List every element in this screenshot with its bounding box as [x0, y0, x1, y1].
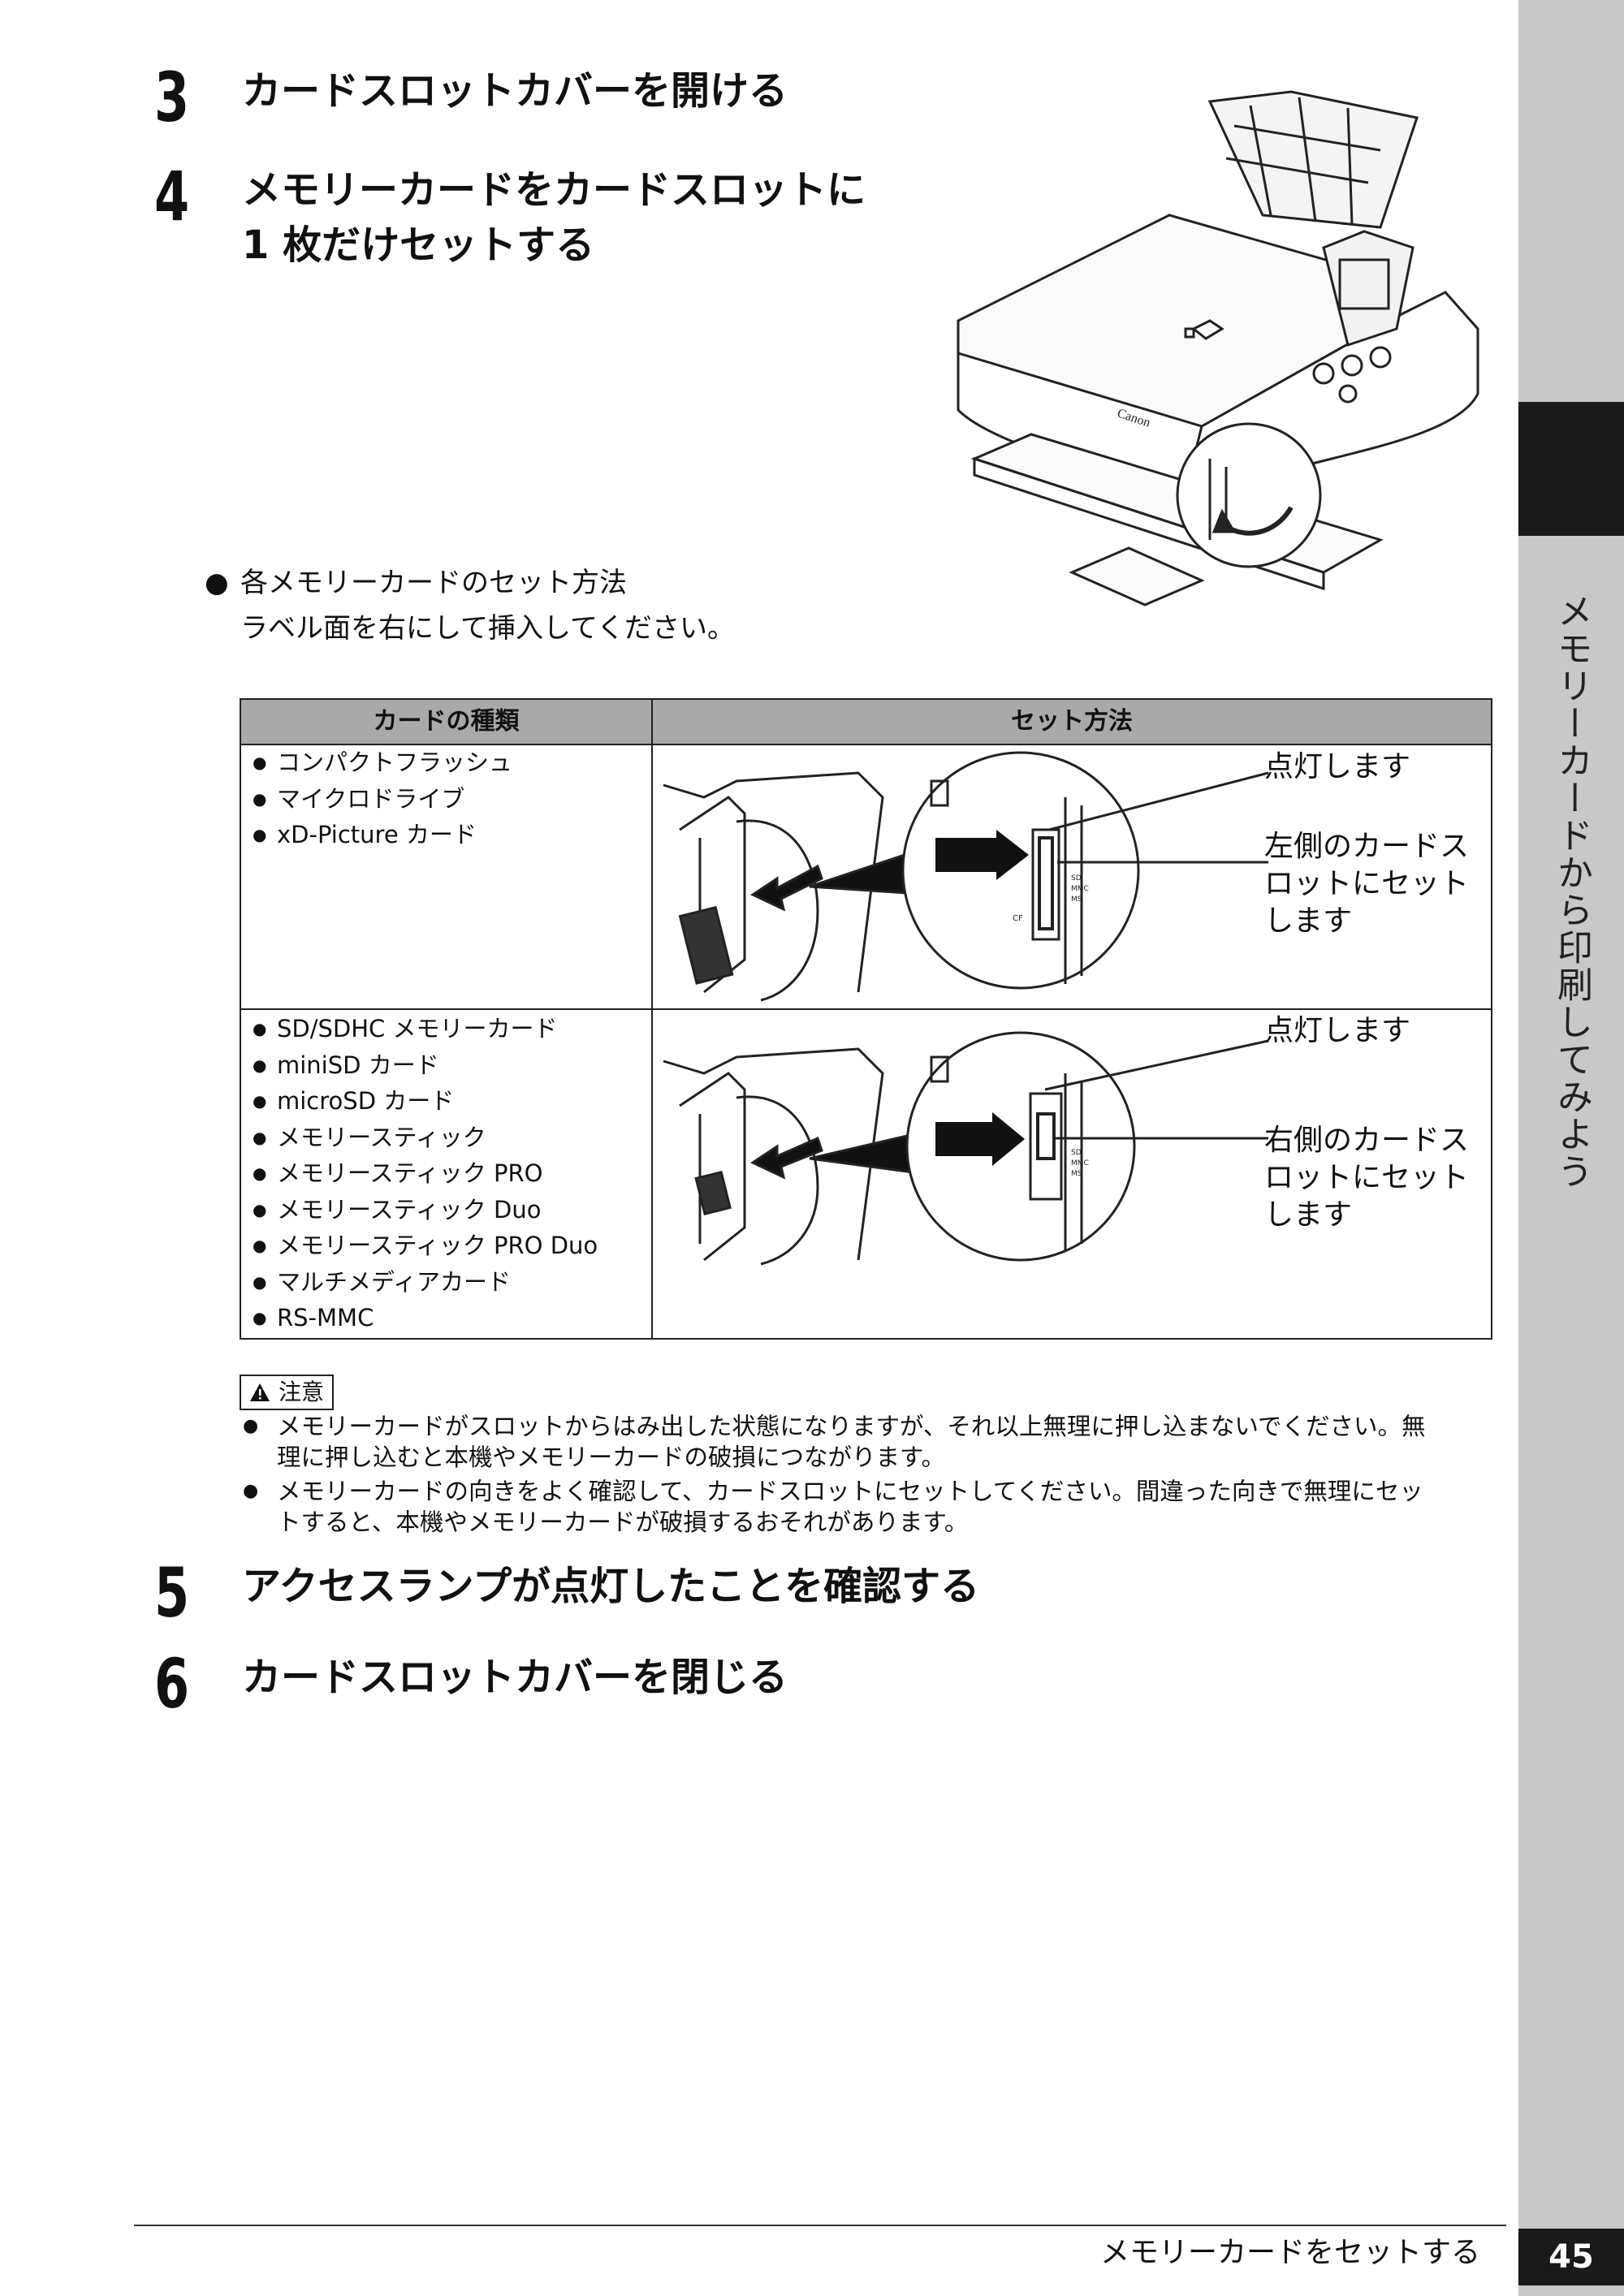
list-item: SD/SDHC メモリーカード	[253, 1011, 598, 1047]
list-item: microSD カード	[253, 1083, 598, 1120]
caution-label: 注意	[279, 1379, 325, 1405]
slot-label: SD	[1071, 874, 1082, 883]
step-text: カードスロットカバーを閉じる	[242, 1655, 788, 1700]
card-type-list: SD/SDHC メモリーカード miniSD カード microSD カード メ…	[253, 1011, 598, 1336]
step-text-line: メモリーカードをカードスロットに	[242, 167, 866, 213]
step-4: 4 メモリーカードをカードスロットに 1 枚だけセットする	[154, 162, 866, 273]
table-header-set-method: セット方法	[653, 700, 1491, 745]
list-item: メモリースティック PRO	[253, 1155, 598, 1192]
side-tab-marker	[1518, 402, 1624, 536]
list-item: xD-Picture カード	[253, 817, 512, 853]
card-type-list: コンパクトフラッシュ マイクロドライブ xD-Picture カード	[253, 744, 512, 853]
step-number: 5	[154, 1553, 190, 1633]
step-number: 4	[154, 157, 190, 236]
slot-label: MS	[1071, 896, 1082, 904]
step-text: カードスロットカバーを開ける	[242, 68, 788, 114]
slot-label: MMC	[1071, 885, 1089, 893]
step-number: 6	[154, 1644, 190, 1724]
step-text-line: 1 枚だけセットする	[242, 222, 595, 268]
side-tab-label: メモリーカードから印刷してみよう	[1551, 593, 1592, 1190]
caution-item: メモリーカードの向きをよく確認して、カードスロットにセットしてください。間違った…	[240, 1476, 1494, 1538]
list-item: RS-MMC	[253, 1300, 598, 1336]
caution-list: メモリーカードがスロットからはみ出した状態になりますが、それ以上無理に押し込まな…	[240, 1411, 1494, 1541]
callout-slot: 左側のカードス ロットにセット します	[1264, 828, 1469, 940]
step-3: 3 カードスロットカバーを開ける	[154, 63, 788, 132]
note-line: 各メモリーカードのセット方法	[240, 567, 627, 599]
caution-line: メモリーカードがスロットからはみ出した状態になりますが、それ以上無理に押し込まな…	[277, 1413, 1426, 1440]
callout-slot: 右側のカードス ロットにセット します	[1264, 1122, 1469, 1234]
note-line: ラベル面を右にして挿入してください。	[240, 612, 735, 645]
caution-item: メモリーカードがスロットからはみ出した状態になりますが、それ以上無理に押し込まな…	[240, 1411, 1494, 1473]
left-slot-illustration: CF SD MMC MS	[663, 751, 1269, 1002]
footer-section-title: メモリーカードをセットする	[1100, 2236, 1481, 2269]
callout-line: 右側のカードス	[1264, 1124, 1470, 1157]
step-text: メモリーカードをカードスロットに 1 枚だけセットする	[242, 162, 866, 273]
list-item: miniSD カード	[253, 1047, 598, 1084]
slot-label: SD	[1071, 1149, 1082, 1157]
table-divider	[241, 1008, 1491, 1010]
slot-label: CF	[1013, 914, 1023, 923]
callout-lamp: 点灯します	[1264, 750, 1411, 783]
caution-line: メモリーカードの向きをよく確認して、カードスロットにセットしてください。間違った…	[277, 1478, 1423, 1505]
slot-label: MMC	[1071, 1159, 1089, 1167]
caution-line: 理に押し込むと本機やメモリーカードの破損につながります。	[277, 1444, 946, 1471]
list-item: コンパクトフラッシュ	[253, 744, 512, 781]
footer-rule	[134, 2225, 1506, 2226]
step-6: 6 カードスロットカバーを閉じる	[154, 1650, 788, 1718]
caution-line: トすると、本機やメモリーカードが破損するおそれがあります。	[277, 1508, 969, 1536]
caution-badge: 注意	[240, 1375, 335, 1410]
card-set-table: カードの種類 セット方法 コンパクトフラッシュ マイクロドライブ xD-Pict…	[240, 698, 1492, 1340]
warning-icon	[250, 1383, 270, 1401]
printer-illustration: Canon	[957, 90, 1479, 606]
callout-lamp: 点灯します	[1264, 1014, 1411, 1047]
side-tab-strip	[1518, 0, 1624, 2296]
list-item: メモリースティック Duo	[253, 1192, 598, 1228]
table-header-card-type: カードの種類	[241, 700, 653, 745]
list-item: メモリースティック PRO Duo	[253, 1228, 598, 1264]
slot-label: MS	[1071, 1170, 1082, 1178]
list-item: マルチメディアカード	[253, 1264, 598, 1301]
step-number: 3	[154, 58, 190, 137]
list-item: メモリースティック	[253, 1120, 598, 1156]
step-5: 5 アクセスランプが点灯したことを確認する	[154, 1559, 979, 1627]
list-item: マイクロドライブ	[253, 781, 512, 818]
right-slot-illustration: SD MMC MS	[663, 1031, 1269, 1266]
callout-line: します	[1264, 904, 1353, 938]
table-divider	[651, 700, 653, 1338]
callout-line: します	[1264, 1198, 1353, 1232]
page-number: 45	[1518, 2229, 1624, 2285]
step-text: アクセスランプが点灯したことを確認する	[242, 1564, 980, 1609]
callout-line: ロットにセット	[1264, 867, 1470, 900]
callout-line: 左側のカードス	[1264, 830, 1470, 863]
callout-line: ロットにセット	[1264, 1161, 1470, 1194]
set-method-note: ●各メモリーカードのセット方法 ラベル面を右にして挿入してください。	[205, 560, 735, 651]
